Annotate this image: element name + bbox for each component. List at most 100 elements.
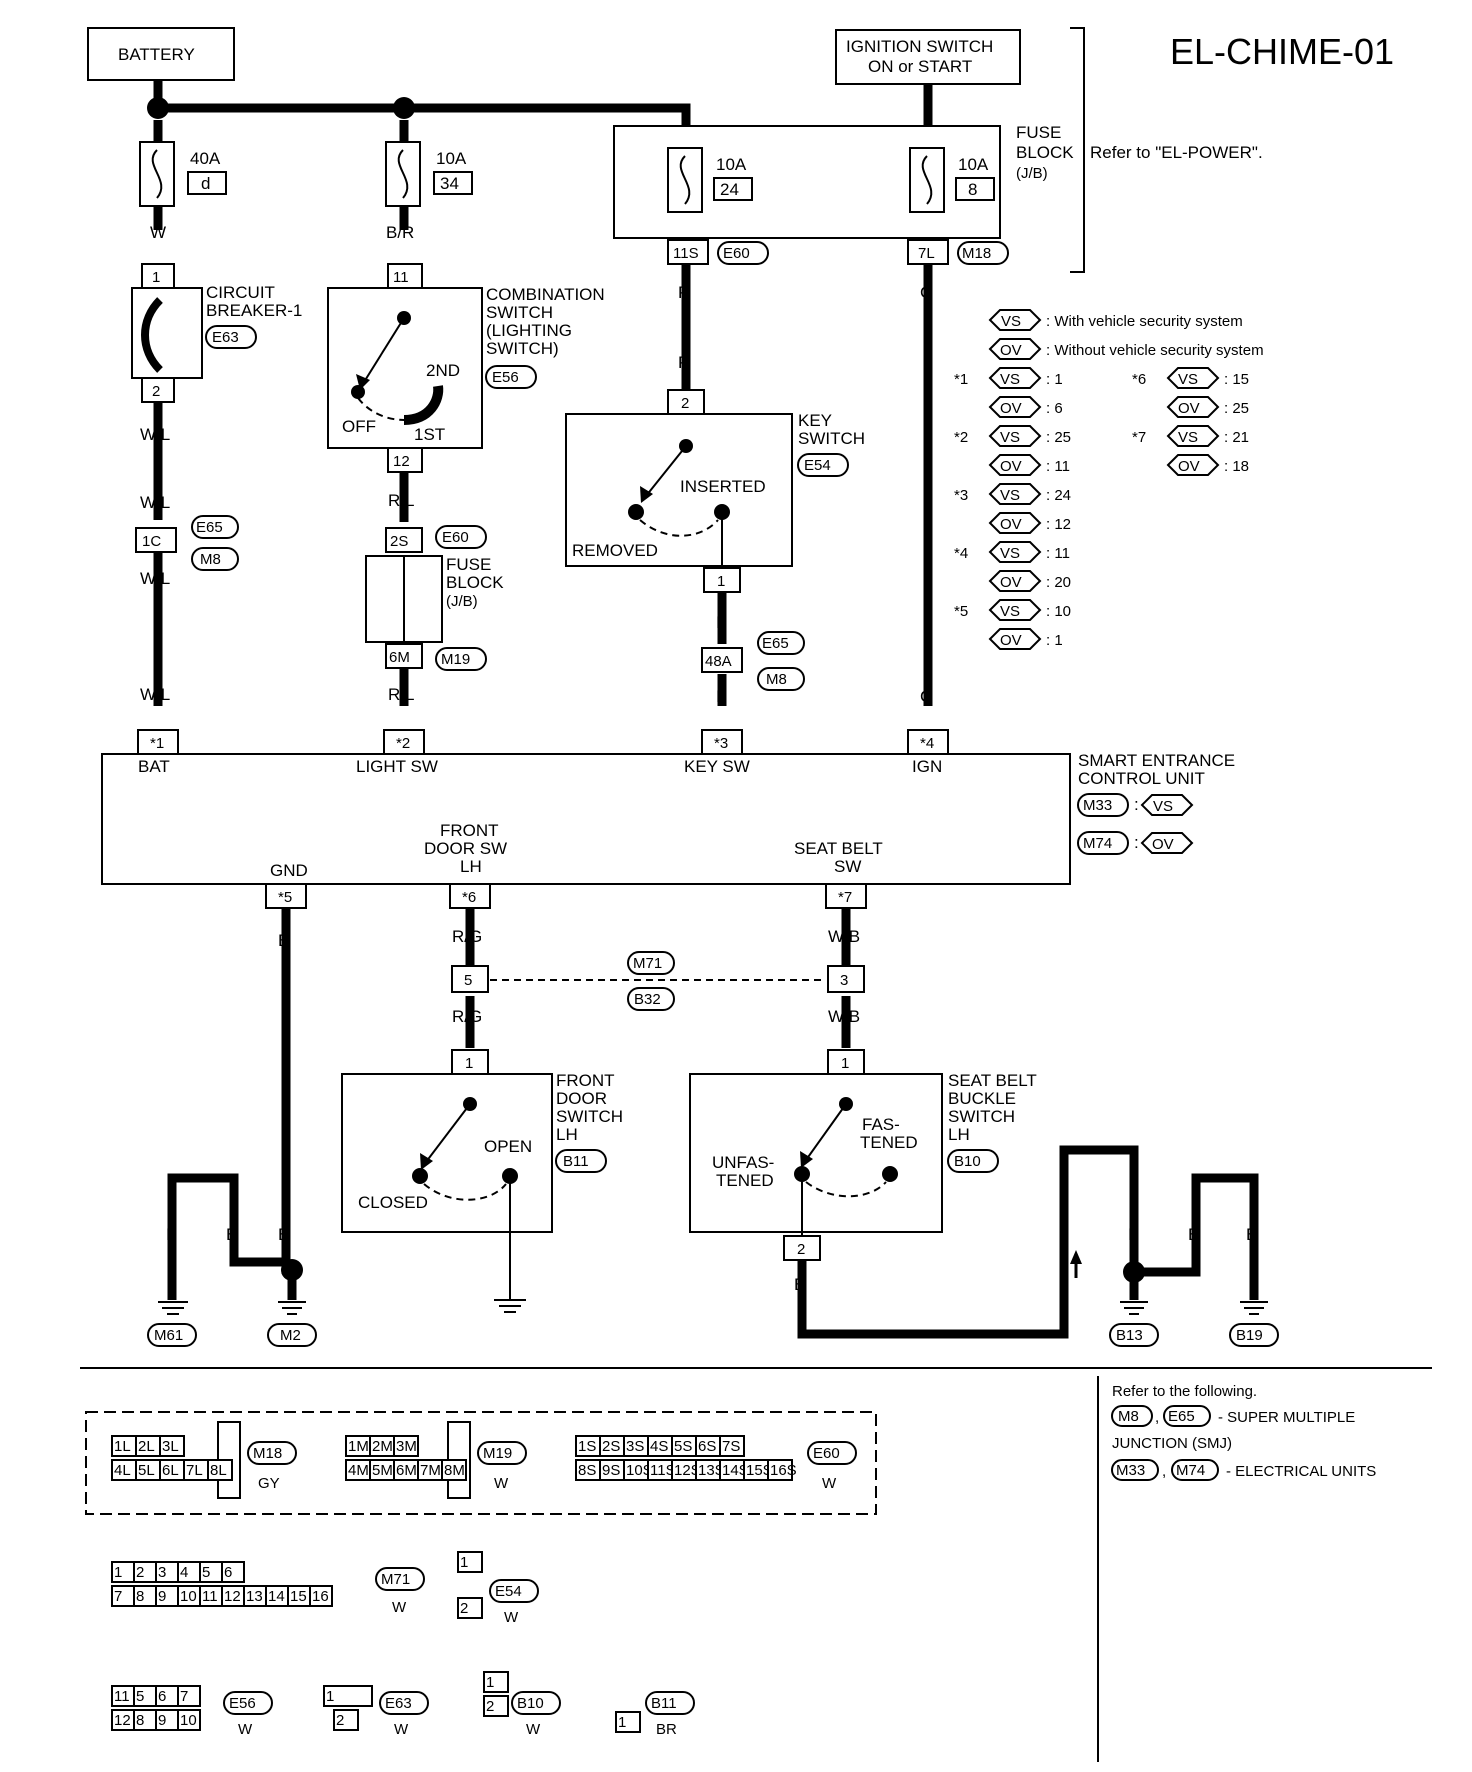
fb2-label-2: BLOCK: [446, 573, 504, 592]
m71-bottom-cell: 8: [136, 1588, 144, 1605]
m18-bottom-cell: 7L: [186, 1462, 203, 1479]
conn-e60-label: E60: [723, 245, 750, 262]
legend-note-ov-tag-text: OV: [1178, 458, 1200, 475]
pin-5: 5: [464, 972, 472, 989]
legend-note-ov-value: : 1: [1046, 632, 1063, 649]
m71-bottom-cell: 13: [246, 1588, 263, 1605]
sbs-fastened-1: FAS-: [862, 1115, 900, 1134]
view-m71: M71: [375, 1567, 425, 1591]
key-switch: 2 INSERTED REMOVED 1: [565, 389, 793, 593]
e60-bottom-cell: 15S: [746, 1462, 773, 1479]
refer-e65: E65: [1168, 1408, 1195, 1425]
conn-e60-b: E60: [442, 529, 469, 546]
conn-m8-a: M8: [200, 551, 221, 568]
seat-belt-buckle-switch: 1 FAS- TENED UNFAS- TENED 2: [689, 1049, 943, 1261]
legend-note-vs-tag: VS: [988, 483, 1042, 505]
cb-pin-2: 2: [152, 383, 160, 400]
conn-e54-label: E54: [804, 457, 831, 474]
wire-m61: [167, 1173, 286, 1300]
wire-color-wb-1: W/B: [828, 927, 860, 946]
legend-note-ov-tag-text: OV: [1000, 574, 1022, 591]
e60-top-cell: 4S: [650, 1438, 668, 1455]
unit-key-sw: KEY SW: [684, 757, 750, 776]
ks-label-2: SWITCH: [798, 429, 865, 448]
legend-note-vs-tag: VS: [988, 541, 1042, 563]
view-m19-text: M19: [483, 1445, 512, 1462]
conn-b10-label: B10: [954, 1153, 981, 1170]
view-e60-text: E60: [813, 1445, 840, 1462]
e60-color: W: [822, 1475, 837, 1492]
e60-bottom-cell: 13S: [698, 1462, 725, 1479]
fuse-34-rating: 10A: [436, 149, 467, 168]
e60-top-cell: 7S: [722, 1438, 740, 1455]
bus-junction-2: [393, 97, 415, 119]
e54-pin-1-cell: 1: [460, 1554, 468, 1571]
wire-color-rl-2: R/L: [388, 685, 414, 704]
conn-b11-label: B11: [563, 1153, 589, 1170]
legend-note-ov-tag: OV: [988, 570, 1042, 592]
view-e63-text: E63: [385, 1695, 412, 1712]
cs-1st: 1ST: [414, 425, 445, 444]
e63-color: W: [394, 1721, 409, 1738]
e60-bottom-cell: 16S: [770, 1462, 797, 1479]
m19-bottom-cell: 8M: [444, 1462, 465, 1479]
wire-color-b-m61: B: [166, 1225, 177, 1244]
legend-note-vs-tag: VS: [988, 367, 1042, 389]
legend-note-vs-tag-text: VS: [1000, 487, 1020, 504]
b11-pin: 1: [615, 1711, 641, 1733]
legend-ov-tag: OV: [1000, 342, 1022, 359]
fuse-8-id: 8: [968, 180, 977, 199]
e56-bottom-cell: 9: [158, 1712, 166, 1729]
view-e63: E63: [379, 1691, 429, 1715]
m19-top-cell: 1M: [348, 1438, 369, 1455]
cs-off: OFF: [342, 417, 376, 436]
b10-pin-1: 1: [483, 1671, 509, 1693]
fuse-34-id: 34: [440, 174, 459, 193]
m19-bottom-cell: 6M: [396, 1462, 417, 1479]
fuse-24-rating: 10A: [716, 155, 747, 174]
view-b11: B11: [645, 1691, 695, 1715]
fds-pin-1: 1: [465, 1055, 473, 1072]
flow-arrow: [1070, 1250, 1082, 1264]
ks-inserted: INSERTED: [680, 477, 766, 496]
fds-closed: CLOSED: [358, 1193, 428, 1212]
e60-top-cell: 3S: [626, 1438, 644, 1455]
view-e60: E60: [807, 1441, 857, 1465]
sbs-fastened-2: TENED: [860, 1133, 918, 1152]
sbs-pin-1: 1: [841, 1055, 849, 1072]
legend-note-star: *7: [1132, 429, 1146, 446]
wire-sbs-ground: [797, 1145, 1139, 1339]
unit-pin-4: *4: [920, 735, 934, 752]
e56-top-cell: 6: [158, 1688, 166, 1705]
legend-note-star: *5: [954, 603, 968, 620]
view-m71-text: M71: [381, 1571, 410, 1588]
wire-color-w: W: [150, 223, 166, 242]
refer-eu: - ELECTRICAL UNITS: [1226, 1463, 1376, 1480]
smart-entrance-control-unit: *1 *2 *3 *4 BAT LIGHT SW KEY SW IGN GND …: [101, 729, 1071, 909]
e56-bottom-cell: 12: [114, 1712, 131, 1729]
wire-color-b-b19b: B: [1246, 1225, 1257, 1244]
legend-note-star: *3: [954, 487, 968, 504]
wire-color-wl-1: W/L: [140, 425, 170, 444]
unit-ign: IGN: [912, 757, 942, 776]
b11-color: BR: [656, 1721, 677, 1738]
fb2-label-3: (J/B): [446, 593, 478, 610]
pin-11s: 11S: [673, 245, 699, 262]
wire-color-rg-1: R/G: [452, 927, 482, 946]
e60-top-cell: 6S: [698, 1438, 716, 1455]
colon-1: :: [1134, 795, 1139, 814]
refer-comma-2: ,: [1162, 1463, 1166, 1480]
legend-note-ov-tag-text: OV: [1178, 400, 1200, 417]
e63-pin-2: 2: [333, 1709, 359, 1731]
wire-color-l-1: L: [716, 613, 725, 632]
legend-note-ov-tag-text: OV: [1000, 632, 1022, 649]
connector-7l: 7L M18: [907, 239, 1009, 265]
legend-note-vs-value: : 24: [1046, 487, 1071, 504]
